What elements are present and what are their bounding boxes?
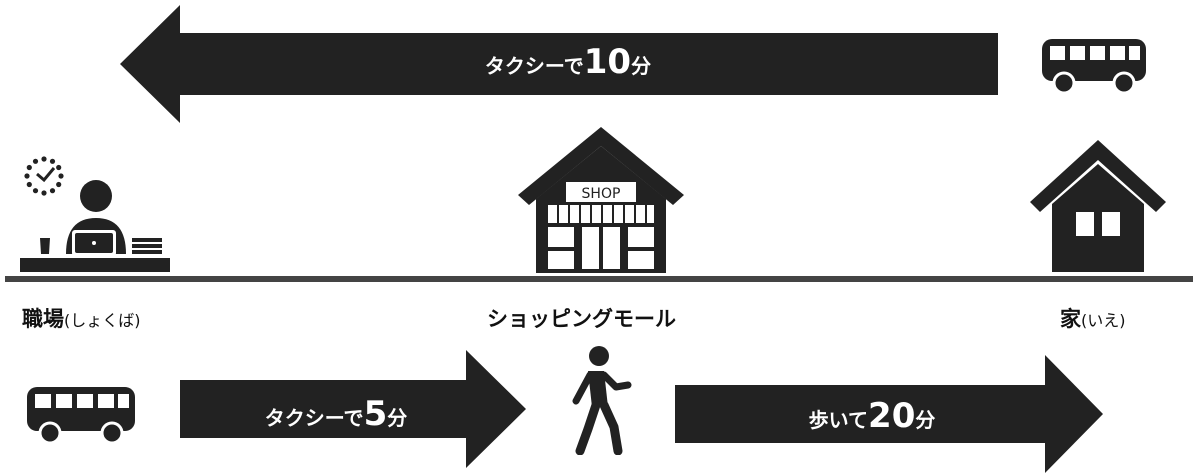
right-arrow-label: 歩いて20分: [808, 396, 936, 436]
office-worker-icon: [20, 180, 170, 272]
left-arrow-label: タクシーで5分: [264, 394, 408, 434]
ground-line: [5, 276, 1193, 282]
work-label: 職場(しょくば): [22, 307, 141, 331]
house-icon: [1030, 140, 1166, 272]
top-arrow: [120, 5, 998, 123]
top-arrow-label: タクシーで10分: [484, 42, 652, 82]
mall-label: ショッピングモール: [487, 307, 676, 331]
clock-icon: [24, 156, 64, 196]
bus-icon: [1042, 39, 1146, 95]
bus-icon: [27, 387, 135, 445]
right-arrow: [675, 355, 1103, 473]
walking-person-icon: [572, 346, 632, 455]
left-arrow: [180, 350, 526, 468]
shop-icon: SHOP: [518, 127, 684, 273]
shop-sign: SHOP: [582, 186, 621, 202]
home-label: 家(いえ): [1060, 307, 1126, 331]
